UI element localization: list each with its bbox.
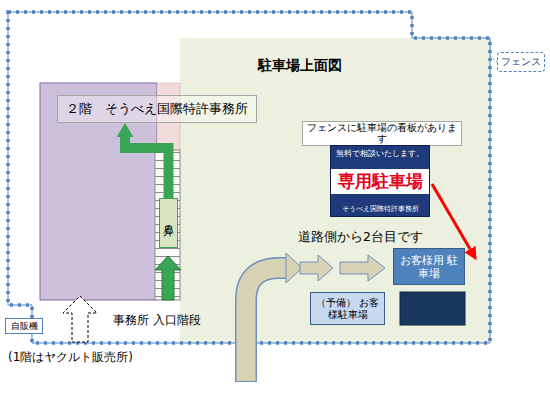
- stairs-label: 昇る: [159, 198, 178, 248]
- road-arrow-outline: [246, 268, 287, 382]
- entry-arrow: [155, 256, 181, 300]
- vending-machine: 自販機: [5, 318, 43, 334]
- route-arrow: [300, 255, 333, 281]
- node-text: 無料で相談いたします。: [336, 149, 424, 159]
- parking-area: [180, 38, 490, 343]
- sign-pointer-arrow: [432, 184, 470, 249]
- parking-sign: 無料で相談いたします。専用駐車場そうべえ国際特許事務所: [330, 145, 430, 217]
- diagram-title: 駐車場上面図: [258, 57, 342, 75]
- route-arrow: [340, 255, 385, 281]
- ground-floor-note: (1階はヤクルト販売所): [8, 349, 133, 366]
- node-text: 専用駐車場: [331, 169, 429, 193]
- node-text: お客様用 駐車場: [398, 254, 460, 279]
- fence-callout: フェンス: [497, 52, 545, 72]
- office-label: ２階 そうべえ国際特許事務所: [57, 95, 257, 123]
- node-text: 昇る: [162, 217, 175, 230]
- staircase-steps: [155, 150, 180, 300]
- shop-entrance-arrow: [63, 296, 97, 342]
- sign-note: フェンスに駐車場の看板があります: [302, 121, 462, 146]
- node-text: ２階 そうべえ国際特許事務所: [66, 101, 248, 117]
- stair-route-arrow: [125, 137, 169, 198]
- staircase: [155, 150, 180, 300]
- node-text: （予備） お客様駐車場: [315, 297, 380, 320]
- node-text: そうべえ国際特許事務所: [342, 205, 419, 213]
- customer-parking-space: お客様用 駐車場: [393, 248, 465, 285]
- spare-parking-space: （予備） お客様駐車場: [310, 292, 385, 325]
- parked-car: [400, 292, 465, 325]
- road-arrow: [246, 268, 288, 381]
- node-text: フェンス: [501, 56, 541, 68]
- node-text: 自販機: [11, 321, 38, 332]
- fence-leader: [490, 56, 497, 62]
- parking-note: 道路側から2台目です: [298, 229, 423, 246]
- node-text: フェンスに駐車場の看板があります: [303, 122, 461, 145]
- stair-label: 事務所 入口階段: [113, 312, 201, 329]
